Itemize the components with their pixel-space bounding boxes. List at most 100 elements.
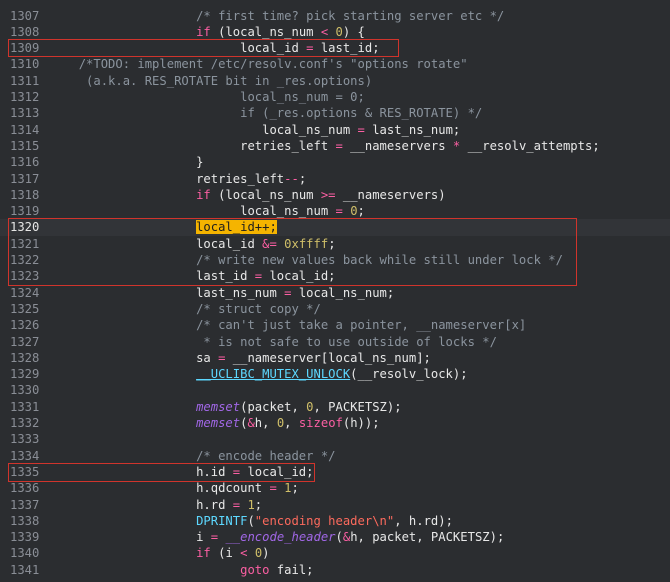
code-token: >= <box>320 187 336 202</box>
code-line[interactable]: 1328 sa = __nameserver[local_ns_num]; <box>0 350 670 366</box>
code-line[interactable]: 1341 goto fail; <box>0 562 670 578</box>
code-token: = <box>357 122 365 137</box>
code-token: local_id; <box>240 464 314 479</box>
code-token: last_ns_num; <box>364 122 461 137</box>
code-token: h.rd <box>196 497 233 512</box>
code-token: ) { <box>342 24 365 39</box>
code-text: goto fail; <box>64 562 313 578</box>
line-number: 1308 <box>10 24 40 39</box>
code-line[interactable]: 1329 __UCLIBC_MUTEX_UNLOCK(__resolv_lock… <box>0 366 670 382</box>
code-text: if (_res.options & RES_ROTATE) */ <box>64 105 482 121</box>
code-token: * <box>452 138 461 153</box>
code-line[interactable]: 1336 h.qdcount = 1; <box>0 480 670 496</box>
line-number: 1331 <box>10 399 40 414</box>
code-token: ; <box>254 497 263 512</box>
code-text: /* first time? pick starting server etc … <box>64 8 504 24</box>
code-line[interactable]: 1314 local_ns_num = last_ns_num; <box>0 122 670 138</box>
code-token: } <box>196 155 204 170</box>
line-number: 1326 <box>10 318 40 333</box>
code-token: last_id; <box>313 41 380 56</box>
code-token: h, packet, PACKETSZ); <box>350 530 505 545</box>
code-line[interactable]: 1335 h.id = local_id; <box>0 464 670 480</box>
code-line[interactable]: 1318 if (local_ns_num >= __nameservers) <box>0 187 670 203</box>
code-token: (packet, <box>240 399 307 414</box>
code-text: if (i < 0) <box>64 545 269 561</box>
code-token: ; <box>291 481 299 496</box>
code-line[interactable]: 1311 (a.k.a. RES_ROTATE bit in _res.opti… <box>0 73 670 89</box>
code-line[interactable]: 1320 local_id++; <box>0 219 670 236</box>
line-number: 1320 <box>10 220 40 235</box>
line-number: 1336 <box>10 481 40 496</box>
code-token: = <box>284 285 292 300</box>
code-line[interactable]: 1338 DPRINTF("encoding header\n", h.rd); <box>0 513 670 529</box>
code-line[interactable]: 1309 local_id = last_id; <box>0 40 670 56</box>
code-token: i <box>196 530 211 545</box>
line-number: 1313 <box>10 106 40 121</box>
code-line[interactable]: 1316 } <box>0 154 670 170</box>
code-text: last_ns_num = local_ns_num; <box>64 285 394 301</box>
code-line[interactable]: 1339 i = __encode_header(&h, packet, PAC… <box>0 529 670 545</box>
line-number: 1332 <box>10 416 40 430</box>
code-line[interactable]: 1307 /* first time? pick starting server… <box>0 8 670 24</box>
code-line[interactable]: 1308 if (local_ns_num < 0) { <box>0 24 670 40</box>
code-text: h.id = local_id; <box>64 464 313 480</box>
code-text: /* write new values back while still und… <box>64 252 563 268</box>
code-token: 0 <box>306 399 314 414</box>
code-line[interactable]: 1312 local_ns_num = 0; <box>0 89 670 105</box>
code-text: /* can't just take a pointer, __nameserv… <box>64 317 526 333</box>
code-token: retries_left <box>196 171 285 186</box>
code-line[interactable]: 1321 local_id &= 0xffff; <box>0 236 670 252</box>
code-token: __nameservers <box>342 138 453 153</box>
code-line[interactable]: 1327 * is not safe to use outside of loc… <box>0 334 670 350</box>
code-token: (h)); <box>342 416 380 430</box>
code-token: local_id++; <box>196 220 277 235</box>
code-token: &= <box>262 236 277 251</box>
code-line[interactable]: 1310 /*TODO: implement /etc/resolv.conf'… <box>0 56 670 72</box>
code-token: < <box>240 546 248 561</box>
code-line[interactable]: 1315 retries_left = __nameservers * __re… <box>0 138 670 154</box>
code-token <box>247 546 254 560</box>
code-text: /* encode header */ <box>64 448 335 464</box>
code-text: /*TODO: implement /etc/resolv.conf's "op… <box>64 56 468 72</box>
code-token: __encode_header <box>225 530 336 545</box>
code-token: if <box>196 546 211 561</box>
line-number: 1340 <box>10 546 40 561</box>
code-text: i = __encode_header(&h, packet, PACKETSZ… <box>64 529 504 545</box>
code-line[interactable]: 1331 memset(packet, 0, PACKETSZ); <box>0 399 670 415</box>
code-line[interactable]: 1322 /* write new values back while stil… <box>0 252 670 268</box>
code-token: DPRINTF <box>196 513 248 528</box>
code-text: h.qdcount = 1; <box>64 480 299 496</box>
code-token: last_ns_num <box>196 285 285 300</box>
code-line[interactable]: 1326 /* can't just take a pointer, __nam… <box>0 317 670 333</box>
line-number: 1329 <box>10 367 40 382</box>
line-number: 1311 <box>10 73 40 88</box>
code-text: local_id = last_id; <box>64 40 380 56</box>
code-token: 0 <box>254 546 263 561</box>
code-line[interactable]: 1313 if (_res.options & RES_ROTATE) */ <box>0 105 670 121</box>
line-number: 1335 <box>10 464 40 479</box>
code-token: , h.rd); <box>394 513 453 528</box>
code-token: /* struct copy */ <box>196 301 321 316</box>
code-token: (a.k.a. RES_ROTATE bit in _res.options) <box>86 73 373 88</box>
code-text: if (local_ns_num < 0) { <box>64 24 365 40</box>
code-line[interactable]: 1317 retries_left--; <box>0 171 670 187</box>
code-line[interactable]: 1333 <box>0 431 670 447</box>
code-line[interactable]: 1319 local_ns_num = 0; <box>0 203 670 219</box>
code-token: if (_res.options & RES_ROTATE) */ <box>240 106 483 121</box>
code-line[interactable]: 1330 <box>0 382 670 398</box>
code-token <box>328 25 335 39</box>
code-token: last_id <box>196 269 255 284</box>
code-line[interactable]: 1323 last_id = local_id; <box>0 268 670 284</box>
line-number: 1317 <box>10 171 40 186</box>
code-line[interactable]: 1337 h.rd = 1; <box>0 497 670 513</box>
code-token: /* can't just take a pointer, __nameserv… <box>196 318 527 333</box>
code-line[interactable]: 1325 /* struct copy */ <box>0 301 670 317</box>
code-line[interactable]: 1332 memset(&h, 0, sizeof(h)); <box>0 415 670 431</box>
code-text: /* struct copy */ <box>64 301 321 317</box>
code-line[interactable]: 1340 if (i < 0) <box>0 545 670 561</box>
code-token: 0 <box>350 204 358 219</box>
code-token: if <box>196 24 211 39</box>
code-line[interactable]: 1324 last_ns_num = local_ns_num; <box>0 285 670 301</box>
code-line[interactable]: 1334 /* encode header */ <box>0 448 670 464</box>
